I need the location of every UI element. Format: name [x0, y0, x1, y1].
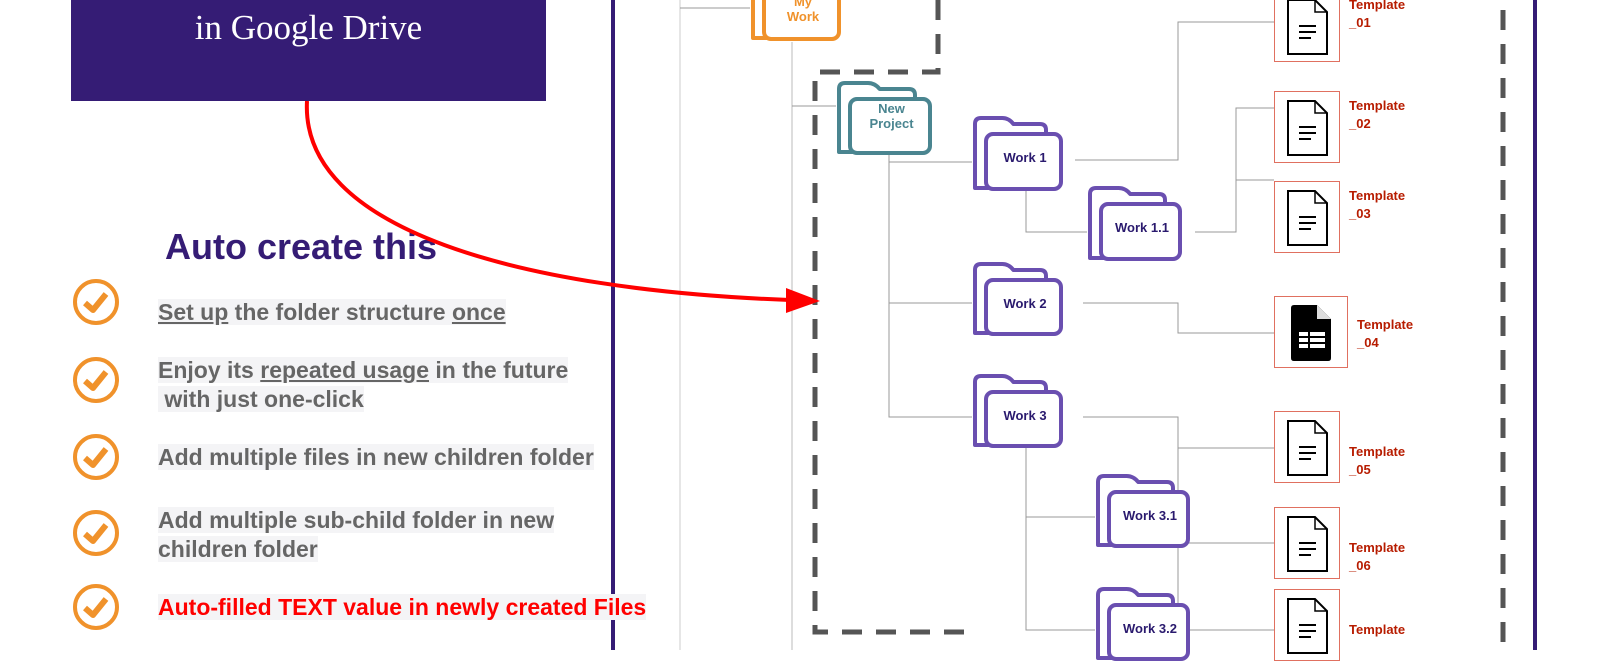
file-name: Template	[1349, 98, 1406, 113]
feature-item: Auto-filled TEXT value in newly created …	[158, 593, 647, 622]
doc-icon	[1287, 420, 1328, 476]
folder-icon	[751, 0, 841, 41]
folder-work-1-1[interactable]: Work 1.1	[1087, 184, 1183, 262]
folder-icon	[1088, 186, 1182, 261]
section-heading: Auto create this	[165, 226, 438, 267]
folder-label-line: Work 1.1	[1115, 220, 1169, 235]
doc-icon	[1287, 100, 1328, 156]
folder-icon	[1096, 587, 1190, 661]
feature-text: once	[451, 299, 506, 325]
file-6[interactable]	[1274, 507, 1340, 579]
sheet-icon	[1291, 305, 1331, 361]
folder-label-line: Work 3	[1003, 408, 1047, 423]
feature-item: Set up the folder structure once	[158, 298, 506, 327]
file-suffix: _06	[1349, 558, 1371, 573]
folder-work-3[interactable]: Work 3	[972, 372, 1064, 449]
check-circle-icon	[72, 509, 120, 557]
feature-text: with just one-click	[158, 386, 364, 412]
file-name: Template	[1349, 188, 1406, 203]
file-5[interactable]	[1274, 411, 1340, 483]
feature-text: the folder structure	[228, 299, 452, 325]
folder-label: Work 3.2	[1109, 621, 1191, 636]
feature-text: children folder	[158, 536, 318, 562]
folder-label: Work 2	[986, 296, 1064, 311]
folder-label: New Project	[850, 101, 933, 131]
check-circle-icon	[72, 356, 120, 404]
file-suffix: _03	[1349, 206, 1371, 221]
folder-label: Work 3.1	[1109, 508, 1191, 523]
file-label: Template _01	[1349, 0, 1405, 32]
folder-work-2[interactable]: Work 2	[972, 260, 1064, 337]
folder-label-line: New Project	[869, 101, 914, 131]
feature-text: Set up	[158, 299, 229, 325]
folder-label-line: Work 3.1	[1123, 508, 1177, 523]
file-label: Template _02	[1349, 97, 1405, 133]
file-1[interactable]	[1274, 0, 1340, 62]
folder-label-line: Work 2	[1003, 296, 1047, 311]
file-7[interactable]	[1274, 589, 1340, 661]
title-text: in Google Drive	[194, 8, 423, 47]
folder-label: Work 1	[986, 150, 1064, 165]
folder-work-3-2[interactable]: Work 3.2	[1095, 585, 1191, 662]
doc-icon	[1287, 598, 1328, 654]
file-label: Template	[1349, 621, 1405, 639]
folder-label-line: Work	[786, 9, 820, 24]
file-name: Template	[1349, 540, 1406, 555]
file-suffix: _05	[1349, 462, 1371, 477]
folder-label-line: Work 1	[1003, 150, 1047, 165]
feature-text: Enjoy its	[158, 357, 261, 383]
file-label: Template _06	[1349, 539, 1405, 575]
file-label: Template _05	[1349, 443, 1405, 479]
feature-text: Add multiple files in new children folde…	[158, 444, 594, 470]
file-4[interactable]	[1274, 296, 1348, 368]
folder-icon	[837, 81, 932, 155]
file-suffix: _01	[1349, 15, 1371, 30]
folder-icon	[973, 262, 1063, 336]
file-3[interactable]	[1274, 181, 1340, 253]
folder-label-line: My	[793, 0, 813, 9]
file-2[interactable]	[1274, 91, 1340, 163]
folder-work-1[interactable]: Work 1	[972, 114, 1064, 192]
file-label: Template _03	[1349, 187, 1405, 223]
file-name: Template	[1357, 317, 1414, 332]
file-name: Template	[1349, 444, 1406, 459]
folder-label: Work 3	[986, 408, 1064, 423]
file-suffix: _04	[1357, 335, 1379, 350]
title-banner: in Google Drive	[71, 0, 546, 101]
feature-item: Add multiple sub-child folder in new chil…	[158, 506, 555, 564]
feature-text: Add multiple sub-child folder in new	[158, 507, 555, 533]
folder-label-line: Work 3.2	[1123, 621, 1177, 636]
folder-icon	[973, 374, 1063, 448]
file-name: Template	[1349, 0, 1406, 12]
doc-icon	[1287, 0, 1328, 55]
feature-text: Auto-filled TEXT value in newly created …	[158, 594, 647, 620]
folder-work-3-1[interactable]: Work 3.1	[1095, 472, 1191, 549]
feature-text: repeated usage	[260, 357, 429, 383]
check-circle-icon	[72, 433, 120, 481]
file-label: Template _04	[1357, 316, 1413, 352]
feature-item: Enjoy its repeated usage in the future w…	[158, 356, 569, 414]
file-name: Template	[1349, 622, 1406, 637]
feature-text: in the future	[429, 357, 569, 383]
feature-item: Add multiple files in new children folde…	[158, 443, 594, 472]
doc-icon	[1287, 190, 1328, 246]
folder-label: Work 1.1	[1101, 220, 1183, 235]
check-circle-icon	[72, 583, 120, 631]
check-circle-icon	[72, 278, 120, 326]
folder-icon	[973, 116, 1063, 191]
folder-new-project[interactable]: New Project	[836, 79, 933, 156]
doc-icon	[1287, 516, 1328, 572]
file-suffix: _02	[1349, 116, 1371, 131]
folder-icon	[1096, 474, 1190, 548]
